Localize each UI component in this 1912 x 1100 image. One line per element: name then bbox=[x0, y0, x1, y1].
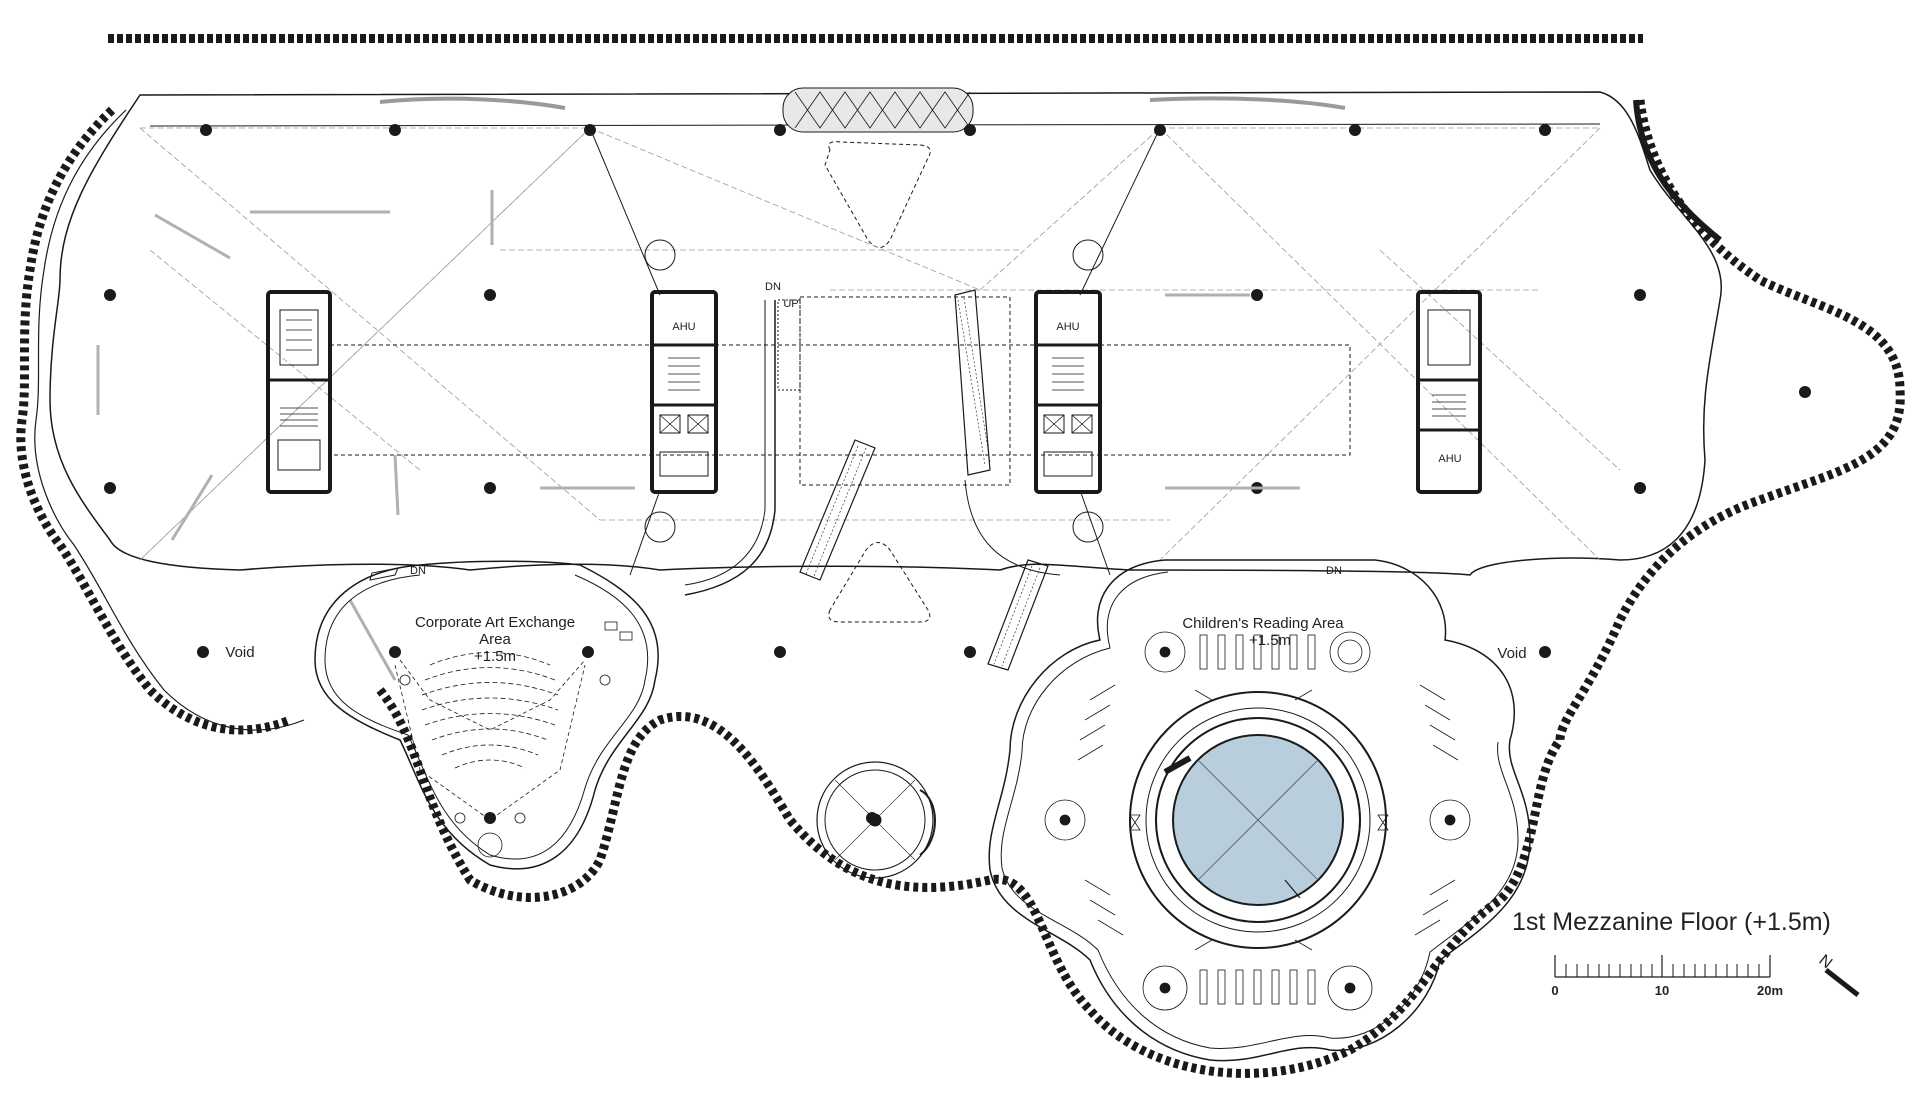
column bbox=[389, 124, 401, 136]
triangle-void-bottom bbox=[828, 542, 931, 623]
top-curve-right bbox=[1149, 96, 1346, 110]
drawing-title: 1st Mezzanine Floor (+1.5m) bbox=[1512, 908, 1831, 936]
room-label-corporate-art-line2: Area bbox=[479, 631, 511, 648]
north-arrow-label: N bbox=[1816, 952, 1836, 973]
core-4 bbox=[1416, 290, 1482, 494]
stair-label-dn-left-pod: DN bbox=[410, 565, 426, 577]
escalators bbox=[684, 289, 1061, 671]
room-label-corporate-art-line1: Corporate Art Exchange bbox=[415, 614, 575, 631]
stair-label-dn-main: DN bbox=[765, 281, 781, 293]
column bbox=[104, 482, 116, 494]
void-label-right: Void bbox=[1497, 645, 1526, 662]
core-3 bbox=[1034, 290, 1102, 494]
core-label-ahu-3: AHU bbox=[1438, 453, 1461, 465]
column bbox=[104, 289, 116, 301]
scale-bar bbox=[1554, 955, 1771, 978]
curved-ramp-right bbox=[964, 479, 1061, 576]
void-label-left: Void bbox=[225, 644, 254, 661]
column bbox=[964, 124, 976, 136]
outer-envelope-hatch-right bbox=[1555, 99, 1905, 741]
circular-openings bbox=[644, 239, 1104, 543]
furniture-lines bbox=[96, 190, 1300, 681]
column bbox=[1154, 124, 1166, 136]
column bbox=[197, 646, 209, 658]
north-arrow: N bbox=[1816, 952, 1860, 997]
outer-envelope-line-left bbox=[34, 109, 305, 731]
column bbox=[484, 812, 496, 824]
outer-envelope-solid-right bbox=[1633, 99, 1722, 243]
column bbox=[582, 646, 594, 658]
outer-envelope-hatch-left bbox=[16, 106, 292, 735]
scale-label-0: 0 bbox=[1551, 983, 1558, 998]
outer-envelope-hatch-bottom bbox=[376, 687, 1564, 1078]
core-label-ahu-1: AHU bbox=[672, 321, 695, 333]
column bbox=[584, 124, 596, 136]
column bbox=[1539, 124, 1551, 136]
outer-envelope bbox=[16, 99, 1905, 1078]
auditorium-seating bbox=[399, 621, 633, 858]
curved-ramp-left bbox=[684, 300, 776, 596]
childrens-reading-pod bbox=[988, 559, 1531, 1062]
corporate-art-pod bbox=[314, 560, 659, 870]
column bbox=[1251, 289, 1263, 301]
structural-diagonals bbox=[139, 127, 1621, 561]
top-curve-left bbox=[379, 96, 566, 110]
stair-label-dn-right-pod: DN bbox=[1326, 565, 1342, 577]
reading-atrium bbox=[1129, 691, 1387, 949]
column bbox=[1349, 124, 1361, 136]
labels: Corporate Art Exchange Area +1.5m Childr… bbox=[225, 281, 1830, 936]
column bbox=[774, 124, 786, 136]
central-circular-stair bbox=[816, 761, 936, 879]
triangle-void-top bbox=[824, 141, 931, 248]
floor-slab-outline bbox=[49, 91, 1723, 576]
room-label-childrens-line2: +1.5m bbox=[1249, 632, 1291, 649]
column bbox=[1634, 289, 1646, 301]
stair-label-up-main: UP bbox=[783, 298, 798, 310]
column bbox=[774, 646, 786, 658]
core-1 bbox=[266, 290, 332, 494]
column bbox=[389, 646, 401, 658]
column bbox=[1799, 386, 1811, 398]
scale-label-10: 10 bbox=[1655, 983, 1669, 998]
column bbox=[964, 646, 976, 658]
core-2 bbox=[650, 290, 718, 494]
core-label-ahu-2: AHU bbox=[1056, 321, 1079, 333]
structural-columns bbox=[104, 124, 1811, 824]
column bbox=[1539, 646, 1551, 658]
room-label-childrens-line1: Children's Reading Area bbox=[1182, 615, 1344, 632]
top-lattice-panel bbox=[782, 87, 974, 133]
column bbox=[200, 124, 212, 136]
column bbox=[484, 289, 496, 301]
reading-furniture bbox=[1044, 631, 1471, 1011]
core-connectors bbox=[329, 127, 1351, 576]
scale-label-20m: 20m bbox=[1757, 983, 1783, 998]
room-label-corporate-art-line3: +1.5m bbox=[474, 648, 516, 665]
top-dashed-rule bbox=[108, 34, 1643, 43]
north-arrow-icon bbox=[1824, 968, 1860, 997]
top-edge-details bbox=[149, 87, 1601, 623]
column bbox=[1634, 482, 1646, 494]
column bbox=[484, 482, 496, 494]
